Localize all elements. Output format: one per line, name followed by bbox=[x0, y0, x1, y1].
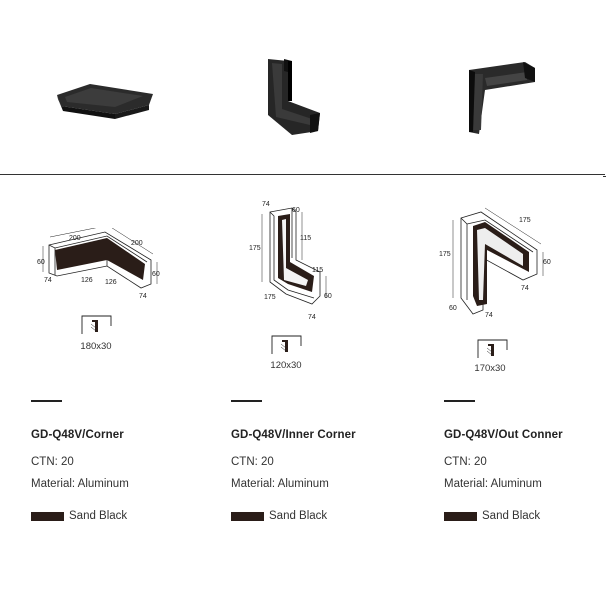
color-name: Sand Black bbox=[482, 510, 541, 522]
dim-label: 175 bbox=[249, 245, 261, 252]
dim-label: 60 bbox=[324, 293, 332, 300]
dim-label: 60 bbox=[449, 305, 457, 312]
dim-label: 60 bbox=[543, 259, 551, 266]
dim-label: 60 bbox=[292, 207, 300, 214]
section-divider bbox=[0, 174, 605, 175]
cut-size-label: 120x30 bbox=[270, 360, 302, 371]
dim-label: 60 bbox=[37, 259, 45, 266]
dim-label: 200 bbox=[69, 235, 81, 242]
dim-label: 60 bbox=[152, 271, 160, 278]
cut-size-label: 180x30 bbox=[80, 341, 112, 352]
color-option: Sand Black bbox=[31, 510, 201, 522]
color-swatch bbox=[444, 511, 477, 521]
color-swatch bbox=[231, 511, 264, 521]
section-rule bbox=[31, 400, 62, 402]
divider-end-mark bbox=[603, 176, 606, 177]
product-info-corner: GD-Q48V/Corner CTN: 20 Material: Aluminu… bbox=[31, 400, 201, 522]
dim-label: 74 bbox=[262, 201, 270, 208]
dim-label: 200 bbox=[131, 240, 143, 247]
product-material: Material: Aluminum bbox=[231, 478, 329, 490]
cut-size-label: 170x30 bbox=[474, 363, 506, 374]
dim-label: 126 bbox=[105, 279, 117, 286]
product-material: Material: Aluminum bbox=[31, 478, 129, 490]
color-name: Sand Black bbox=[69, 510, 128, 522]
color-option: Sand Black bbox=[444, 510, 607, 522]
section-rule bbox=[444, 400, 475, 402]
dim-label: 175 bbox=[519, 217, 531, 224]
section-rule bbox=[231, 400, 262, 402]
product-model: GD-Q48V/Inner Corner bbox=[231, 429, 356, 441]
inner-corner-connector-photo bbox=[268, 59, 320, 135]
product-info-inner-corner: GD-Q48V/Inner Corner CTN: 20 Material: A… bbox=[231, 400, 401, 522]
dim-label: 74 bbox=[485, 312, 493, 318]
ceiling-cut-icon bbox=[271, 335, 302, 354]
dim-label: 74 bbox=[308, 314, 316, 321]
product-ctn: CTN: 20 bbox=[31, 456, 74, 468]
dim-label: 115 bbox=[312, 267, 323, 274]
dim-label: 74 bbox=[44, 277, 52, 284]
dim-label: 74 bbox=[521, 285, 529, 292]
out-corner-technical-drawing: 175 175 60 74 60 74 bbox=[439, 207, 551, 318]
inner-corner-technical-drawing: 74 60 175 115 115 175 60 74 bbox=[249, 201, 332, 321]
color-name: Sand Black bbox=[269, 510, 328, 522]
dim-label: 74 bbox=[139, 293, 147, 300]
product-model: GD-Q48V/Corner bbox=[31, 429, 124, 441]
product-material: Material: Aluminum bbox=[444, 478, 542, 490]
dim-label: 126 bbox=[81, 277, 93, 284]
color-option: Sand Black bbox=[231, 510, 401, 522]
ceiling-cut-icon bbox=[477, 339, 508, 358]
product-model: GD-Q48V/Out Conner bbox=[444, 429, 563, 441]
out-corner-connector-photo bbox=[469, 62, 535, 134]
product-ctn: CTN: 20 bbox=[444, 456, 487, 468]
color-swatch bbox=[31, 511, 64, 521]
ceiling-cut-icon bbox=[81, 315, 112, 334]
product-ctn: CTN: 20 bbox=[231, 456, 274, 468]
corner-technical-drawing: 200 200 60 60 74 126 126 74 bbox=[37, 228, 160, 300]
corner-connector-photo bbox=[57, 84, 153, 119]
dim-label: 115 bbox=[300, 235, 311, 242]
dim-label: 175 bbox=[439, 251, 451, 258]
product-info-out-corner: GD-Q48V/Out Conner CTN: 20 Material: Alu… bbox=[444, 400, 607, 522]
dim-label: 175 bbox=[264, 294, 276, 301]
